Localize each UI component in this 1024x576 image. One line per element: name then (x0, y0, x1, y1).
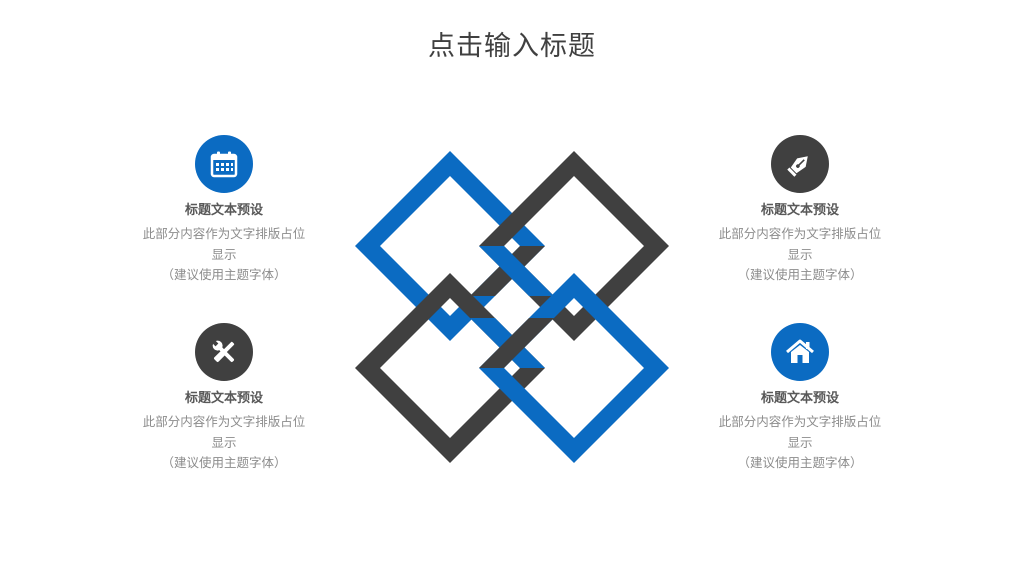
diamond-frame-blue-bottom-right (479, 273, 669, 463)
item-title: 标题文本预设 (184, 391, 263, 406)
feature-item-pen: 标题文本预设 此部分内容作为文字排版占位 显示 （建议使用主题字体） (700, 135, 900, 286)
item-description: 此部分内容作为文字排版占位 显示 （建议使用主题字体） (124, 412, 324, 474)
desc-line: （建议使用主题字体） (161, 267, 287, 282)
icon-circle (195, 135, 253, 193)
diamond-frame-dark-top-right (479, 151, 669, 341)
feature-item-tools: 标题文本预设 此部分内容作为文字排版占位 显示 （建议使用主题字体） (124, 323, 324, 474)
desc-line: （建议使用主题字体） (737, 455, 863, 470)
item-title: 标题文本预设 (184, 203, 263, 218)
item-description: 此部分内容作为文字排版占位 显示 （建议使用主题字体） (700, 412, 900, 474)
page-title: 点击输入标题 (428, 31, 596, 62)
desc-line: 显示 (211, 246, 237, 262)
desc-line: 显示 (787, 434, 813, 450)
pen-nib-icon (787, 156, 808, 177)
diamond-frame-blue-top-left (355, 151, 545, 341)
desc-line: （建议使用主题字体） (737, 267, 863, 282)
item-title: 标题文本预设 (760, 203, 839, 218)
desc-line: 此部分内容作为文字排版占位 (718, 226, 882, 241)
home-icon (786, 339, 814, 363)
desc-line: 显示 (211, 434, 237, 450)
weave-overlaps (470, 246, 554, 368)
calendar-icon (210, 151, 238, 178)
tools-icon (211, 339, 235, 362)
icon-circle (771, 323, 829, 381)
icon-circle (195, 323, 253, 381)
feature-item-calendar: 标题文本预设 此部分内容作为文字排版占位 显示 （建议使用主题字体） (124, 135, 324, 286)
desc-line: 此部分内容作为文字排版占位 (142, 226, 306, 241)
diamond-frame-dark-bottom-left (355, 273, 545, 463)
interlocked-diamonds-graphic (355, 151, 669, 463)
feature-item-home: 标题文本预设 此部分内容作为文字排版占位 显示 （建议使用主题字体） (700, 323, 900, 474)
desc-line: 显示 (787, 246, 813, 262)
icon-circle (771, 135, 829, 193)
item-description: 此部分内容作为文字排版占位 显示 （建议使用主题字体） (700, 224, 900, 286)
item-title: 标题文本预设 (760, 391, 839, 406)
desc-line: 此部分内容作为文字排版占位 (142, 414, 306, 429)
desc-line: 此部分内容作为文字排版占位 (718, 414, 882, 429)
item-description: 此部分内容作为文字排版占位 显示 （建议使用主题字体） (124, 224, 324, 286)
desc-line: （建议使用主题字体） (161, 455, 287, 470)
